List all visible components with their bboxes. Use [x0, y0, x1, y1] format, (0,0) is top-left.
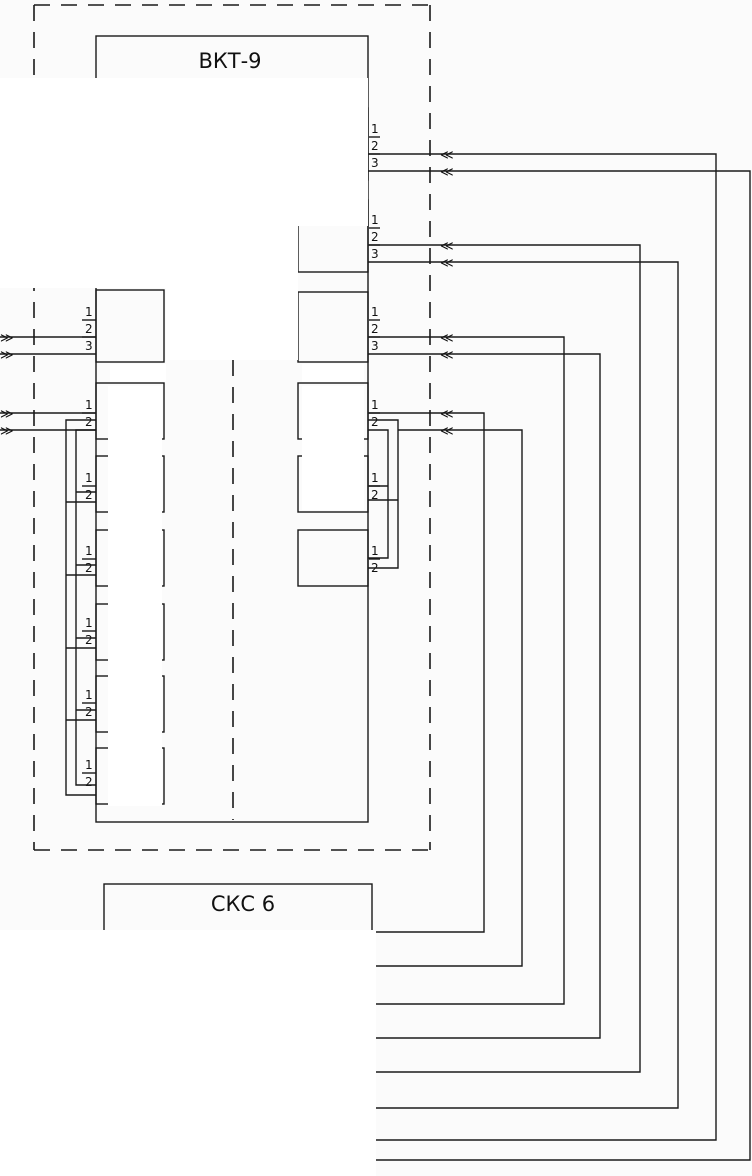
connector-arrow-icon: ≫: [0, 424, 14, 439]
pin-label: 3: [371, 156, 379, 170]
pin-label: 2: [371, 230, 379, 244]
pin-label: 1: [85, 616, 93, 630]
pin-label: 2: [371, 488, 379, 502]
connector-arrow-icon: ≫: [0, 331, 14, 346]
connector-arrow-icon: ≪: [440, 165, 454, 180]
pin-label: 3: [371, 339, 379, 353]
pin-label: 1: [85, 544, 93, 558]
right-pin-labels: 1 2 3 1 2 3 1 2 3 1 2 1 2 1 2: [369, 122, 380, 575]
connector-arrow-icon: ≪: [440, 348, 454, 363]
pin-label: 1: [371, 122, 379, 136]
pin-label: 2: [85, 488, 93, 502]
pin-label: 2: [371, 139, 379, 153]
connector-arrow-icon: ≪: [440, 256, 454, 271]
pin-label: 1: [85, 471, 93, 485]
pin-label: 1: [371, 398, 379, 412]
block-vkt9-label: ВКТ-9: [198, 49, 261, 73]
pin-label: 1: [371, 544, 379, 558]
pin-label: 2: [85, 561, 93, 575]
pin-label: 1: [85, 758, 93, 772]
pin-label: 1: [371, 471, 379, 485]
dashed-enclosure: [33, 4, 431, 851]
pin-label: 2: [85, 775, 93, 789]
pin-label: 2: [85, 705, 93, 719]
pin-label: 1: [371, 213, 379, 227]
right-arrows: ≪ ≪ ≪ ≪ ≪ ≪ ≪ ≪: [440, 148, 454, 439]
pin-label: 2: [85, 633, 93, 647]
connector-arrow-icon: ≪: [440, 424, 454, 439]
right-bus: [368, 419, 399, 569]
pin-label: 1: [85, 398, 93, 412]
left-pin-labels: 1 2 3 1 2 1 2 1 2 1 2 1 2 1 2: [82, 305, 96, 789]
connector-arrow-icon: ≪: [440, 148, 454, 163]
right-outgoing-wires: [368, 153, 751, 1161]
pin-label: 1: [85, 305, 93, 319]
connector-arrow-icon: ≫: [0, 407, 14, 422]
connector-arrow-icon: ≪: [440, 239, 454, 254]
connector-arrow-icon: ≪: [440, 407, 454, 422]
connector-arrow-icon: ≫: [0, 348, 14, 363]
connector-arrow-icon: ≪: [440, 331, 454, 346]
left-incoming-wires: ≫ ≫ ≫ ≫: [0, 331, 96, 439]
redacted-areas: [0, 78, 376, 1176]
pin-label: 3: [371, 247, 379, 261]
pin-label: 3: [85, 339, 93, 353]
block-sks6-label: СКС 6: [211, 892, 275, 916]
pin-label: 2: [371, 415, 379, 429]
pin-label: 2: [85, 415, 93, 429]
pin-label: 1: [371, 305, 379, 319]
pin-label: 1: [85, 688, 93, 702]
pin-label: 2: [85, 322, 93, 336]
pin-label: 2: [371, 322, 379, 336]
